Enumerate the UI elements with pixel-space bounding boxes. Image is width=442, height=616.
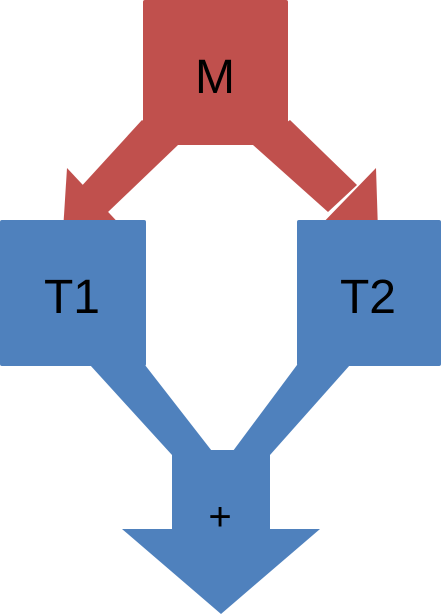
node-m: M — [143, 0, 288, 145]
arrow-m-to-t2-head — [316, 168, 378, 231]
merge-flow — [90, 365, 350, 614]
node-m-box — [143, 0, 288, 145]
merge-band-left — [90, 365, 215, 455]
node-t2-box — [297, 220, 441, 366]
node-t2-label: T2 — [340, 271, 396, 324]
node-m-label: M — [195, 51, 235, 104]
merge-stem — [172, 450, 270, 530]
node-t1: T1 — [0, 220, 146, 366]
node-t1-label: T1 — [44, 271, 100, 324]
arrow-m-to-t1-head — [63, 168, 125, 231]
node-t2: T2 — [297, 220, 441, 366]
merge-label: + — [208, 495, 231, 539]
node-t1-box — [0, 220, 146, 366]
merge-band-right — [230, 365, 350, 455]
merge-arrowhead — [122, 529, 320, 614]
